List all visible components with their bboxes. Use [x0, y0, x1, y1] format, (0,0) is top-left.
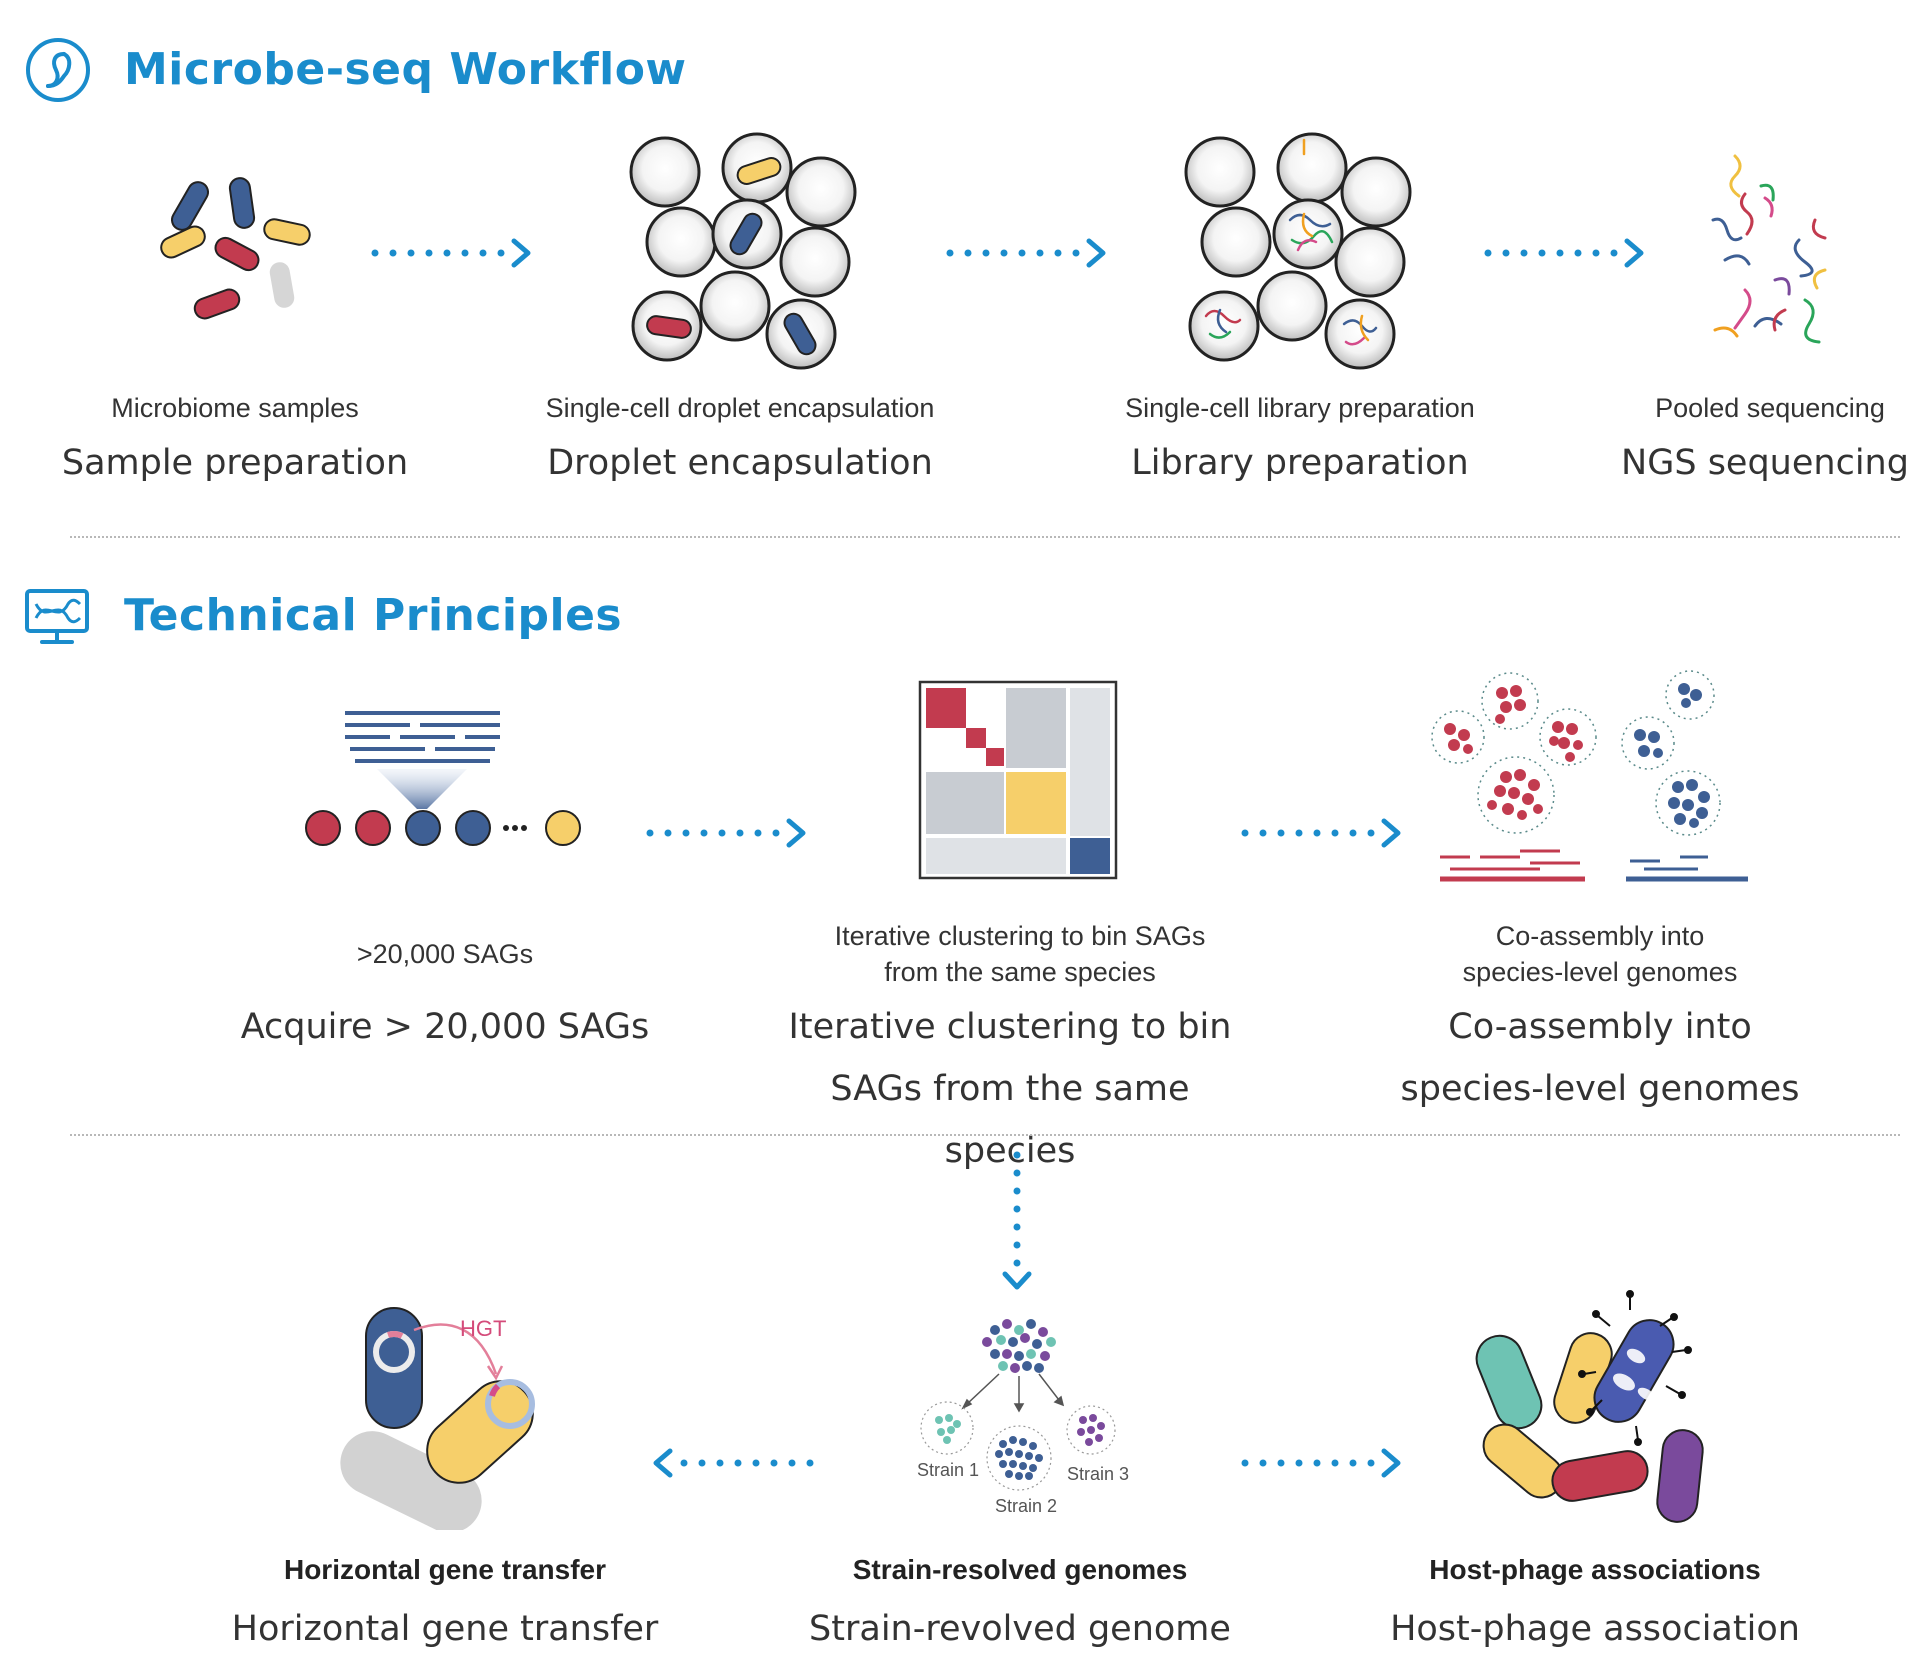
workflow-arrow-1 — [371, 238, 531, 268]
principles-step-3-small-2: species-level genomes — [1462, 957, 1738, 987]
strain-2-label: Strain 2 — [995, 1496, 1057, 1516]
application-2-big: Strain-revolved genome — [809, 1609, 1231, 1649]
principles-step-3-small-1: Co-assembly into — [1495, 921, 1705, 951]
hgt-label: HGT — [460, 1316, 506, 1341]
workflow-step-3-small: Single-cell library preparation — [1125, 393, 1475, 423]
application-3-big: Host-phage association — [1390, 1609, 1800, 1649]
application-2-bold: Strain-resolved genomes — [852, 1554, 1188, 1585]
principles-step-1-big: Acquire > 20,000 SAGs — [240, 1007, 650, 1047]
application-arrow-right — [1241, 1448, 1401, 1478]
principles-arrow-2 — [1241, 818, 1401, 848]
application-1-big: Horizontal gene transfer — [231, 1609, 659, 1649]
strain-3-label: Strain 3 — [1067, 1464, 1129, 1484]
principles-step-2-big-2: SAGs from the same species — [830, 1069, 1190, 1171]
principles-arrow-1 — [646, 818, 806, 848]
section-title-principles: Technical Principles — [124, 590, 623, 641]
workflow-header: Microbe-seq Workflow — [24, 36, 724, 106]
principles-step-1-small: >20,000 SAGs — [356, 939, 534, 969]
workflow-arrow-3 — [1484, 238, 1644, 268]
principles-step-2-big-1: Iterative clustering to bin — [788, 1007, 1232, 1047]
workflow-step-3-big: Library preparation — [1131, 443, 1469, 483]
sample-bacteria-illustration — [160, 177, 311, 320]
section-title-workflow: Microbe-seq Workflow — [124, 44, 687, 95]
workflow-step-2-big: Droplet encapsulation — [547, 443, 933, 483]
workflow-step-2-small: Single-cell droplet encapsulation — [545, 393, 935, 423]
workflow-step-4-big: NGS sequencing — [1621, 443, 1909, 483]
principles-step-2-small-2: from the same species — [884, 957, 1156, 987]
sag-acquisition-illustration — [305, 711, 581, 846]
application-3-bold: Host-phage associations — [1429, 1554, 1761, 1585]
co-assembly-illustration — [1431, 670, 1748, 882]
library-preparation-illustration — [1184, 132, 1412, 370]
application-1-bold: Horizontal gene transfer — [283, 1554, 607, 1585]
principles-step-2-small-1: Iterative clustering to bin SAGs — [834, 921, 1206, 951]
droplet-encapsulation-illustration — [629, 132, 857, 370]
dna-monitor-icon — [25, 589, 89, 644]
principles-step-3-big-2: species-level genomes — [1400, 1069, 1800, 1109]
clustering-matrix-illustration — [918, 680, 1118, 880]
host-phage-illustration — [1475, 1290, 1704, 1523]
principles-step-3-big-1: Co-assembly into — [1448, 1007, 1752, 1047]
workflow-step-4-small: Pooled sequencing — [1655, 393, 1885, 423]
strain-1-label: Strain 1 — [917, 1460, 979, 1480]
microbe-icon — [26, 38, 90, 102]
principles-header: Technical Principles — [24, 582, 724, 652]
workflow-step-1-small: Microbiome samples — [111, 393, 359, 423]
workflow-arrow-2 — [946, 238, 1106, 268]
workflow-step-1-big: Sample preparation — [61, 443, 409, 483]
sequencing-reads-illustration — [1711, 154, 1827, 344]
down-arrow — [1002, 1151, 1032, 1290]
section-divider-2 — [70, 1134, 1900, 1136]
application-arrow-left — [653, 1448, 814, 1478]
strain-resolved-illustration: Strain 1 Strain 2 Strain 3 — [917, 1319, 1129, 1516]
hgt-illustration: HGT — [340, 1307, 535, 1530]
section-divider-1 — [70, 536, 1900, 538]
